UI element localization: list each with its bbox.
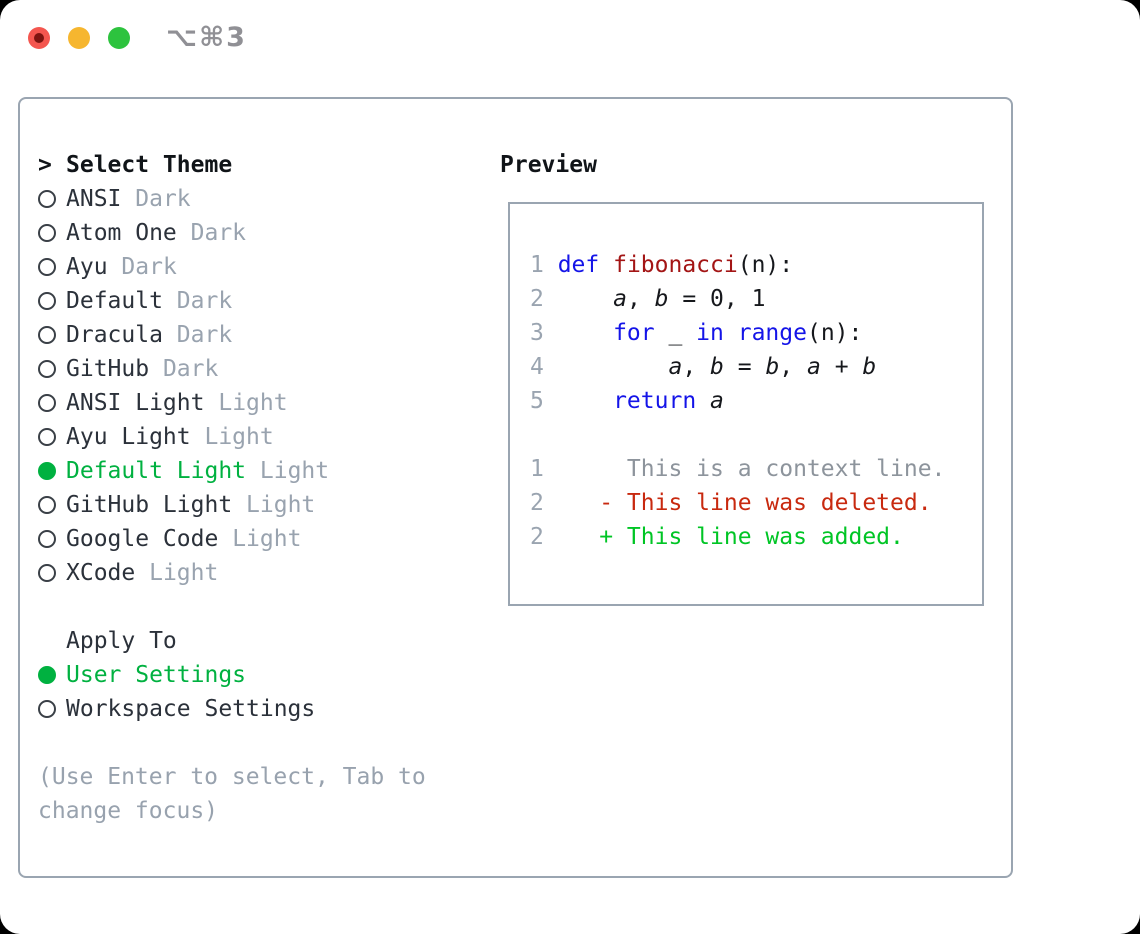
radio-icon [38, 292, 66, 310]
code-line: 3 for _ in range(n): [530, 320, 863, 346]
apply-option-user-settings[interactable]: User Settings [38, 658, 483, 692]
window-titlebar: ⌥⌘3 [0, 0, 1140, 76]
code-line: 2 a, b = 0, 1 [530, 286, 766, 312]
theme-list: > Select Theme ANSI Dark Atom One Dark A… [38, 148, 483, 828]
radio-icon [38, 360, 66, 378]
preview-title: Preview [500, 152, 597, 178]
theme-selector-panel: > Select Theme ANSI Dark Atom One Dark A… [18, 97, 1013, 878]
theme-option-github-dark[interactable]: GitHub Dark [38, 352, 483, 386]
radio-icon-selected [38, 666, 66, 684]
code-line [530, 418, 976, 452]
window-title: ⌥⌘3 [166, 22, 247, 53]
keyboard-hint: (Use Enter to select, Tab to change focu… [38, 764, 426, 824]
radio-icon [38, 258, 66, 276]
radio-icon [38, 394, 66, 412]
apply-to-header: Apply To [38, 624, 483, 658]
theme-option-ayu-dark[interactable]: Ayu Dark [38, 250, 483, 284]
code-line: 4 a, b = b, a + b [530, 354, 877, 380]
theme-option-ansi-dark[interactable]: ANSI Dark [38, 182, 483, 216]
apply-option-workspace-settings[interactable]: Workspace Settings [38, 692, 483, 726]
theme-option-atom-one-dark[interactable]: Atom One Dark [38, 216, 483, 250]
radio-icon [38, 326, 66, 344]
minimize-button[interactable] [68, 27, 90, 49]
code-line: 2 + This line was added. [530, 524, 904, 550]
code-line: 5 return a [530, 388, 724, 414]
radio-icon [38, 564, 66, 582]
theme-option-default-light[interactable]: Default Light Light [38, 454, 483, 488]
radio-icon-selected [38, 462, 66, 480]
radio-icon [38, 190, 66, 208]
select-theme-header: > Select Theme [38, 148, 483, 182]
radio-icon [38, 496, 66, 514]
code-line: 2 - This line was deleted. [530, 490, 932, 516]
zoom-button[interactable] [108, 27, 130, 49]
apply-to-title: Apply To [66, 628, 177, 654]
theme-option-dracula-dark[interactable]: Dracula Dark [38, 318, 483, 352]
theme-option-default-dark[interactable]: Default Dark [38, 284, 483, 318]
radio-icon [38, 530, 66, 548]
theme-option-ayu-light[interactable]: Ayu Light Light [38, 420, 483, 454]
select-theme-title: Select Theme [66, 152, 233, 178]
theme-option-github-light[interactable]: GitHub Light Light [38, 488, 483, 522]
theme-option-ansi-light[interactable]: ANSI Light Light [38, 386, 483, 420]
close-button[interactable] [28, 27, 50, 49]
radio-icon [38, 700, 66, 718]
spacer [38, 590, 483, 624]
radio-icon [38, 428, 66, 446]
radio-icon [38, 224, 66, 242]
code-line: 1 This is a context line. [530, 456, 946, 482]
theme-option-google-code-light[interactable]: Google Code Light [38, 522, 483, 556]
theme-option-xcode-light[interactable]: XCode Light [38, 556, 483, 590]
unsaved-indicator-dot [34, 33, 44, 43]
prompt-icon: > [38, 152, 52, 178]
spacer [38, 726, 483, 760]
